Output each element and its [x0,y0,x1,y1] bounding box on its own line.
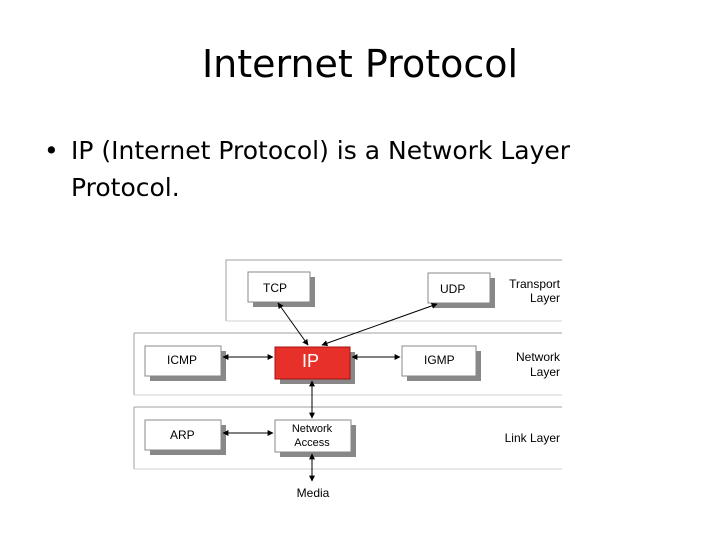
network-access-box: Network Access [274,419,356,457]
arp-box: ARP [144,419,226,455]
link-layer-label: Link Layer [505,431,560,445]
arrow-udp-ip [321,302,438,347]
igmp-box: IGMP [401,345,481,381]
arrow-tcp-ip [277,302,309,346]
tcp-label: TCP [263,281,287,295]
ip-label: IP [302,351,319,371]
network-layer-label-line1: Network [516,350,561,364]
udp-box: UDP [427,272,495,308]
network-access-label-line1: Network [292,423,333,435]
udp-label: UDP [440,282,465,296]
icmp-label: ICMP [167,353,197,367]
igmp-label: IGMP [424,353,455,367]
network-access-label-line2: Access [294,437,330,449]
network-layer-label-line2: Layer [530,365,560,379]
bullet-list: IP (Internet Protocol) is a Network Laye… [44,132,664,206]
ip-box: IP [274,346,355,384]
transport-layer-label-line1: Transport [509,277,561,291]
bullet-item: IP (Internet Protocol) is a Network Laye… [44,132,664,206]
tcp-box: TCP [247,271,315,307]
media-label: Media [297,486,330,500]
link-layer-band [133,406,562,470]
arp-label: ARP [170,428,195,442]
slide-title: Internet Protocol [201,42,519,86]
icmp-box: ICMP [144,345,226,381]
transport-layer-label-line2: Layer [530,291,560,305]
